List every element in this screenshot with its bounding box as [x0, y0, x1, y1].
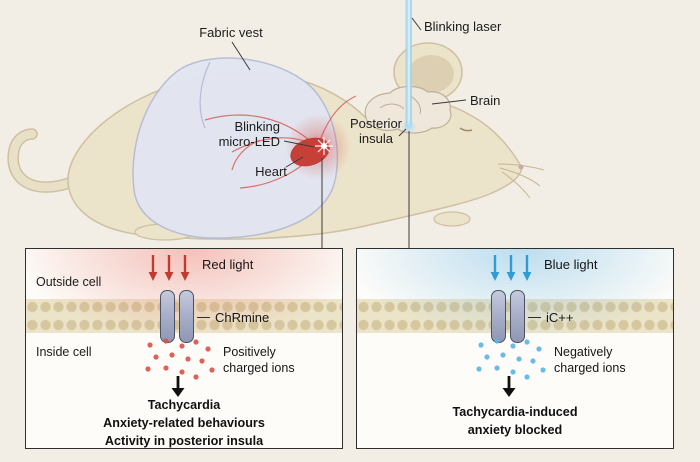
mouse-eye [459, 127, 473, 132]
negative-ions-dots [476, 338, 546, 380]
micro-led-label-line2: micro-LED [219, 134, 280, 149]
red-light-label: Red light [202, 257, 254, 272]
red-light-arrows-icon [148, 255, 190, 281]
blue-light-label: Blue light [544, 257, 598, 272]
icpp-label-row: iC++ [528, 310, 573, 325]
outcome-line: Tachycardia [147, 398, 221, 412]
micro-led-sparkle [315, 137, 333, 155]
positive-ions-dots [145, 338, 215, 380]
inside-cell-label: Inside cell [36, 345, 92, 359]
fabric-vest-label: Fabric vest [199, 25, 263, 40]
blue-light-panel: Blue light iC++ Negatively charged ions [356, 248, 674, 449]
blinking-laser-label: Blinking laser [424, 19, 502, 34]
fabric-vest-shape [132, 57, 339, 239]
chrmine-channel [159, 290, 195, 343]
panel-connector-lines [321, 131, 410, 250]
negative-ions-label: Negatively charged ions [554, 345, 626, 376]
channel-subunit-left [491, 290, 506, 343]
icpp-label: iC++ [546, 310, 574, 325]
mouse-illustration: Fabric vest Blinking laser Brain Posteri… [7, 0, 545, 250]
red-light-row: Red light [145, 254, 253, 284]
blue-panel-outcomes: Tachycardia-induced anxiety blocked [361, 404, 669, 440]
brain-label: Brain [470, 93, 500, 108]
label-pointer-line [197, 316, 210, 319]
laser-beam [400, 0, 417, 135]
mouse-tail [7, 128, 78, 193]
label-pointer-line [528, 316, 541, 319]
heart-label: Heart [255, 164, 287, 179]
red-light-panel: Outside cell Inside cell Red light ChRmi… [25, 248, 343, 449]
blue-light-row: Blue light [487, 254, 597, 284]
mouse-inner-ear [408, 55, 454, 93]
outcome-line: anxiety blocked [467, 422, 563, 437]
blue-light-arrows-icon [490, 255, 532, 281]
outcome-line: Tachycardia-induced [452, 405, 578, 419]
positive-ions-label: Positively charged ions [223, 345, 295, 376]
chrmine-label: ChRmine [215, 310, 270, 325]
channel-subunit-right [179, 290, 194, 343]
outcome-arrow-icon [502, 376, 516, 397]
label-pointer-lines [231, 17, 467, 168]
chrmine-label-row: ChRmine [197, 310, 269, 325]
micro-led-label-line1: Blinking [234, 119, 280, 134]
outcome-line: Anxiety-related behaviours [103, 415, 265, 430]
posterior-insula-label-line1: Posterior [350, 116, 403, 131]
channel-subunit-right [510, 290, 525, 343]
mouse-feet [134, 211, 471, 241]
whiskers [497, 163, 545, 199]
icpp-channel [490, 290, 526, 343]
outcome-arrow-icon [171, 376, 185, 397]
red-panel-outcomes: Tachycardia Anxiety-related behaviours A… [30, 397, 338, 451]
outside-cell-label: Outside cell [36, 275, 102, 289]
posterior-insula-label-line2: insula [359, 131, 394, 146]
channel-subunit-left [160, 290, 175, 343]
vest-seam [199, 61, 211, 129]
outcome-line: Activity in posterior insula [104, 433, 264, 448]
